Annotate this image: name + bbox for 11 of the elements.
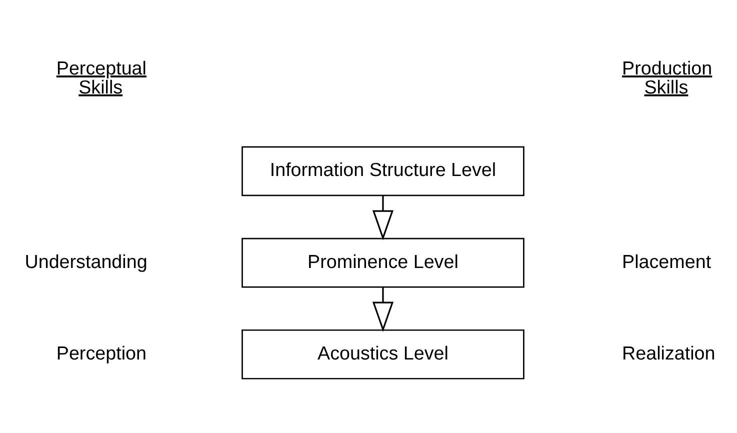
node-box: Prominence Level — [242, 237, 524, 288]
label: Production Skills — [622, 57, 712, 97]
label: Realization — [622, 342, 716, 363]
node-box: Information Structure Level — [242, 146, 524, 196]
node-box: Acoustics Level — [242, 328, 524, 379]
label: Understanding — [24, 250, 148, 272]
label: Perception — [56, 342, 146, 363]
label: Placement — [622, 250, 712, 272]
arrow — [372, 195, 394, 240]
label: Perceptual Skills — [56, 57, 146, 97]
arrow — [372, 287, 394, 332]
